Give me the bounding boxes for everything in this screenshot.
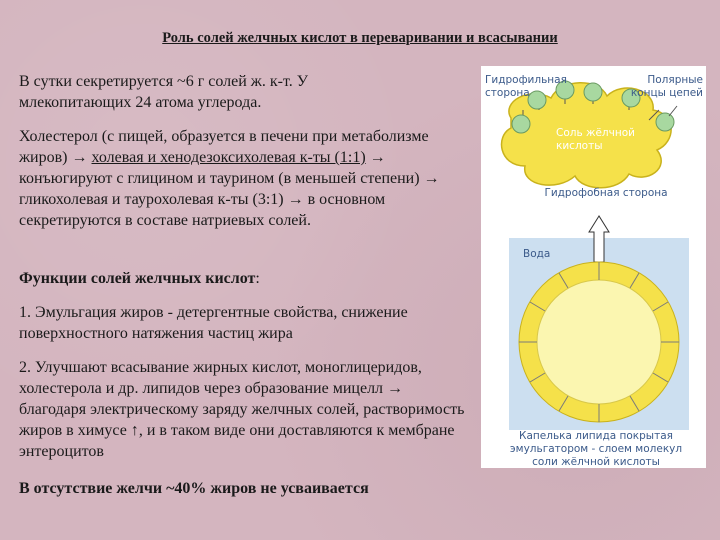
slide-title: Роль солей желчных кислот в переваривани… — [162, 30, 558, 46]
label-hydrophobic: Гидрофобная сторона — [544, 187, 668, 199]
functions-heading: Функции солей желчных кислот: — [19, 268, 479, 289]
lipid-droplet — [518, 261, 680, 423]
lipid-core — [536, 279, 662, 405]
figure-caption: Капелька липида покрытая эмульгатором - … — [509, 430, 683, 468]
label-bile-salt: Соль жёлчной кислоты — [556, 127, 635, 152]
polar-head — [555, 80, 575, 100]
paragraph-cholesterol: Холестерол (с пищей, образуется в печени… — [19, 126, 469, 231]
paragraph-secretion: В сутки секретируется ~6 г солей ж. к-т.… — [19, 73, 309, 111]
polar-head — [527, 90, 547, 110]
polar-head — [621, 88, 641, 108]
p2-part2: → конъюгируют с глицином и таурином (в м… — [19, 149, 440, 229]
label-water: Вода — [523, 248, 551, 260]
polar-head — [583, 82, 603, 102]
bile-salt-figure: Гидрофильная сторона Полярные концы цепе… — [481, 66, 706, 468]
functions-heading-text: Функции солей желчных кислот — [19, 270, 256, 287]
label-polar-ends: Полярные концы цепей — [630, 74, 703, 99]
function-item-1: 1. Эмульгация жиров - детергентные свойс… — [19, 304, 408, 342]
polar-head — [655, 112, 675, 132]
functions-heading-colon: : — [255, 270, 260, 287]
p2-acids-underlined: холевая и хенодезоксихолевая к-ты (1:1) — [91, 149, 366, 166]
p2-part1: Холестерол (с пищей, образуется в печени… — [19, 128, 429, 166]
polar-head — [511, 114, 531, 134]
bile-salt-molecule — [500, 80, 678, 189]
function-item-2: 2. Улучшают всасывание жирных кислот, мо… — [19, 359, 465, 460]
label-hydrophilic: Гидрофильная сторона — [485, 74, 567, 99]
conclusion-text: В отсутствие желчи ~40% жиров не усваива… — [19, 480, 369, 497]
figure-drawing — [500, 80, 689, 430]
